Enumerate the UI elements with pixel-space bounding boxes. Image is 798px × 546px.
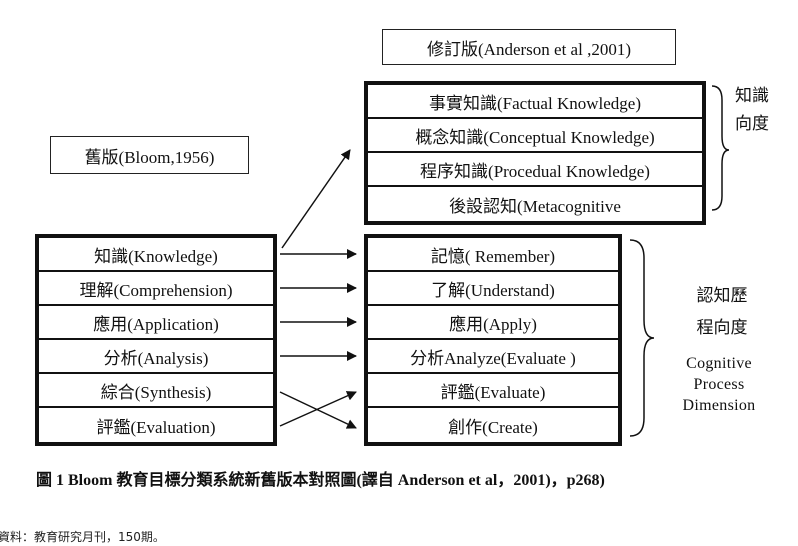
arrow-knowledge-to-knowledge-dimension xyxy=(281,149,351,249)
cognitive-dimension-zh-label: 認知歷 程向度 xyxy=(672,280,772,344)
revised-version-title-text: 修訂版(Anderson et al ,2001) xyxy=(427,39,631,59)
knowledge-dimension-label: 知識 向度 xyxy=(726,82,778,138)
cognitive-dimension-zh-line1: 認知歷 xyxy=(696,286,748,305)
new-level-understand: 了解(Understand) xyxy=(368,272,618,306)
knowledge-dimension-brace xyxy=(711,85,730,211)
figure-caption: 圖 1 Bloom 教育目標分類系統新舊版本對照圖(譯自 Anderson et… xyxy=(36,472,605,489)
old-level-knowledge: 知識(Knowledge) xyxy=(39,238,273,272)
new-level-create: 創作(Create) xyxy=(448,417,538,437)
knowledge-item-factual: 事實知識(Factual Knowledge) xyxy=(368,85,702,119)
new-level-analyze: 分析Analyze(Evaluate ) xyxy=(368,340,618,374)
cognitive-dimension-en-line3: Dimension xyxy=(682,397,756,414)
cognitive-dimension-en-line1: Cognitive xyxy=(686,355,752,372)
cognitive-dimension-zh-line2: 程向度 xyxy=(696,318,748,337)
old-level-synthesis: 綜合(Synthesis) xyxy=(39,374,273,408)
new-level-remember: 記憶( Remember) xyxy=(368,238,618,272)
cognitive-dimension-en-line2: Process xyxy=(693,376,745,393)
knowledge-dimension-stack: 事實知識(Factual Knowledge) 概念知識(Conceptual … xyxy=(364,81,706,225)
old-version-title-text: 舊版(Bloom,1956) xyxy=(84,147,215,167)
knowledge-dimension-label-line1: 知識 xyxy=(735,86,769,105)
old-levels-stack: 知識(Knowledge) 理解(Comprehension) 應用(Appli… xyxy=(35,234,277,446)
knowledge-item-metacognitive: 後設認知(Metacognitive xyxy=(449,196,621,216)
cognitive-dimension-brace xyxy=(629,239,655,437)
old-level-evaluation: 評鑑(Evaluation) xyxy=(96,417,216,437)
old-level-analysis: 分析(Analysis) xyxy=(39,340,273,374)
arrow-evaluation-to-evaluate xyxy=(279,391,357,427)
new-level-apply: 應用(Apply) xyxy=(368,306,618,340)
new-levels-stack: 記憶( Remember) 了解(Understand) 應用(Apply) 分… xyxy=(364,234,622,446)
revised-version-title: 修訂版(Anderson et al ,2001) xyxy=(382,29,676,65)
source-note: 資料：教育研究月刊，150期。 xyxy=(0,530,165,544)
old-level-application: 應用(Application) xyxy=(39,306,273,340)
old-level-comprehension: 理解(Comprehension) xyxy=(39,272,273,306)
knowledge-item-conceptual: 概念知識(Conceptual Knowledge) xyxy=(368,119,702,153)
knowledge-dimension-label-line2: 向度 xyxy=(735,114,769,133)
knowledge-item-procedural: 程序知識(Procedual Knowledge) xyxy=(368,153,702,187)
cognitive-dimension-en-label: Cognitive Process Dimension xyxy=(660,353,778,416)
new-level-evaluate: 評鑑(Evaluate) xyxy=(368,374,618,408)
old-version-title: 舊版(Bloom,1956) xyxy=(50,136,249,174)
arrow-synthesis-to-create xyxy=(279,391,357,429)
